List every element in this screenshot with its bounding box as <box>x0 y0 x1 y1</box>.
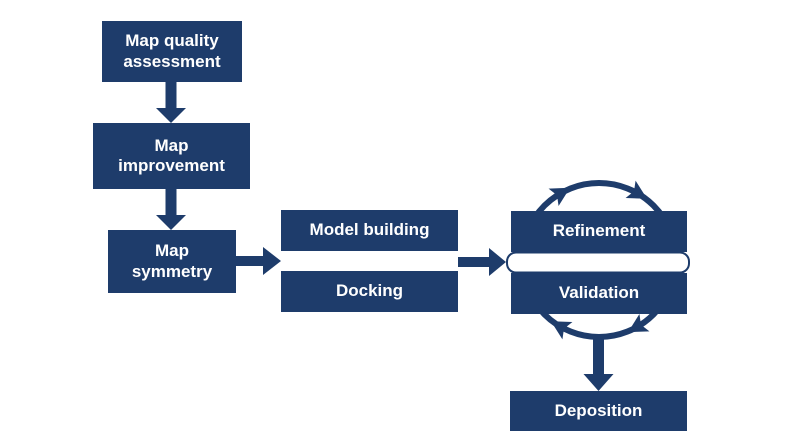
cycle-arrowhead-bottom-left-icon <box>550 321 573 340</box>
node-map-symmetry: Map symmetry <box>108 230 236 293</box>
arrow-quality-to-improvement-icon <box>156 82 186 123</box>
arrow-symmetry-to-modelbuilding-icon <box>236 247 281 275</box>
node-model-building: Model building <box>281 210 458 251</box>
arrow-modelbuilding-to-refinement-icon <box>458 248 506 276</box>
arrow-cycle-to-deposition-icon <box>583 336 614 391</box>
refinement-validation-divider <box>506 251 690 274</box>
node-refinement: Refinement <box>511 211 687 252</box>
arrow-improvement-to-symmetry-icon <box>156 189 186 230</box>
node-docking: Docking <box>281 271 458 312</box>
node-deposition: Deposition <box>510 391 687 431</box>
cycle-arrowhead-bottom-right-icon <box>627 314 650 333</box>
node-map-quality-assessment: Map quality assessment <box>102 21 242 82</box>
node-map-improvement: Map improvement <box>93 123 250 189</box>
cycle-arrowhead-top-left-icon <box>548 187 571 206</box>
node-validation: Validation <box>511 273 687 314</box>
cycle-arrowhead-top-right-icon <box>625 180 648 199</box>
